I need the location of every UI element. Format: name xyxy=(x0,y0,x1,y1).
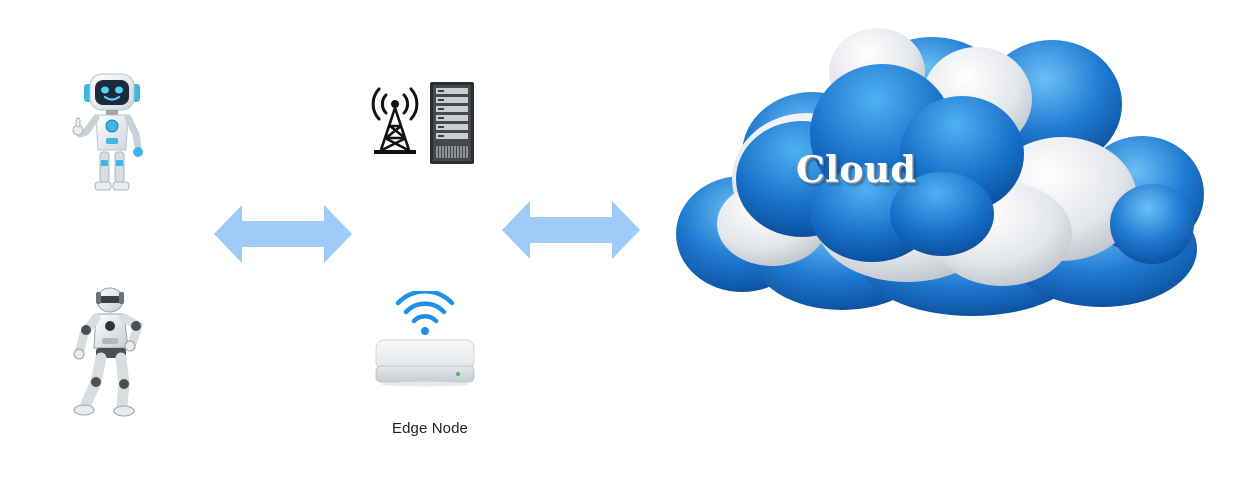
right-double-arrow xyxy=(502,201,640,259)
humanoid-robot-icon xyxy=(73,287,144,417)
cloud-icon xyxy=(676,28,1204,316)
cloud-label: Cloud xyxy=(796,149,917,191)
robot-assistant-icon xyxy=(72,73,143,191)
cell-tower-icon xyxy=(371,87,419,154)
router-device-icon xyxy=(375,339,475,387)
edge-node-label: Edge Node xyxy=(392,420,468,437)
server-rack-icon xyxy=(430,82,474,164)
wifi-icon xyxy=(395,291,455,335)
left-double-arrow xyxy=(214,205,352,263)
